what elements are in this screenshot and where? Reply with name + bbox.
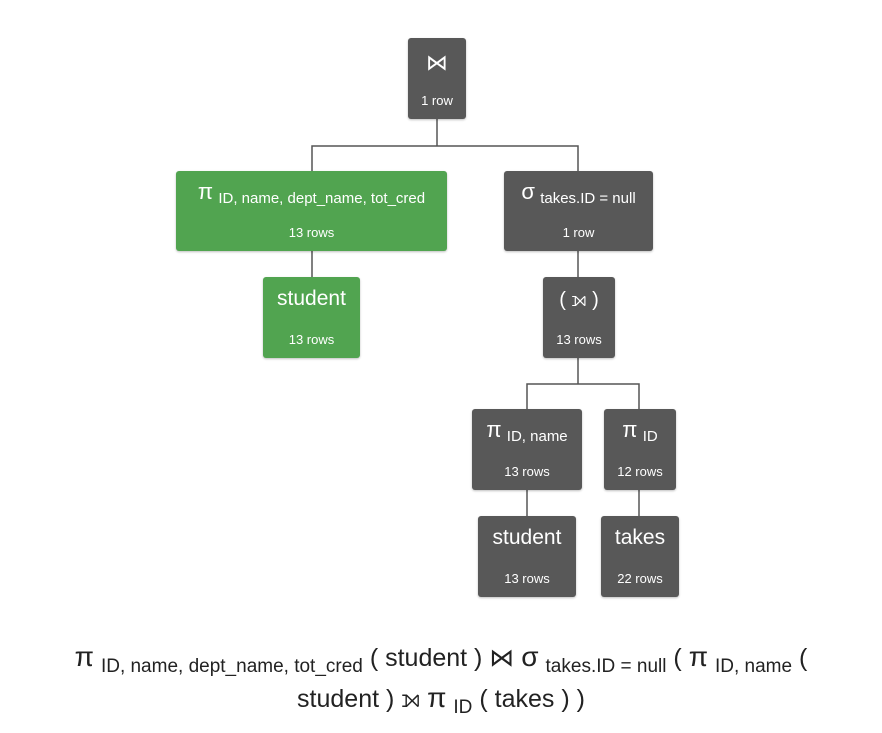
- projection-label: π ID, name, dept_name, tot_cred: [176, 179, 447, 208]
- projection-label: π ID: [604, 417, 676, 446]
- row-count: 13 rows: [556, 332, 602, 347]
- node-root-join[interactable]: ⋈ 1 row: [408, 38, 466, 119]
- row-count: 13 rows: [288, 225, 335, 240]
- edge-root-children: [311, 145, 579, 171]
- projection-attributes: ID, name, dept_name, tot_cred: [218, 190, 426, 207]
- relation-name: student: [277, 287, 346, 310]
- node-projection-id[interactable]: π ID 12 rows: [604, 409, 676, 490]
- row-count: 1 row: [421, 93, 453, 108]
- node-relation-takes[interactable]: takes 22 rows: [601, 516, 679, 597]
- relation-name: student: [492, 526, 562, 549]
- row-count: 1 row: [562, 225, 595, 240]
- projection-attributes: ID, name: [506, 428, 568, 445]
- row-count: 22 rows: [617, 571, 663, 586]
- node-projection-left[interactable]: π ID, name, dept_name, tot_cred 13 rows: [176, 171, 447, 251]
- selection-label: σ takes.ID = null: [504, 179, 653, 208]
- edge-outerjoin-children: [526, 383, 640, 409]
- join-symbol: ⋈: [426, 50, 448, 75]
- pi-symbol: π: [622, 417, 638, 442]
- sigma-symbol: σ: [521, 179, 535, 204]
- row-count: 12 rows: [617, 464, 663, 479]
- relational-algebra-expression: π ID, name, dept_name, tot_cred ( studen…: [74, 641, 808, 718]
- relation-name: takes: [614, 526, 666, 549]
- row-count: 13 rows: [504, 571, 550, 586]
- row-count: 13 rows: [504, 464, 550, 479]
- node-relation-student[interactable]: student 13 rows: [478, 516, 576, 597]
- pi-symbol: π: [486, 417, 502, 442]
- selection-condition: takes.ID = null: [540, 190, 636, 207]
- projection-label: π ID, name: [472, 417, 582, 446]
- node-projection-id-name[interactable]: π ID, name 13 rows: [472, 409, 582, 490]
- node-relation-student-left[interactable]: student 13 rows: [263, 277, 360, 358]
- pi-symbol: π: [197, 179, 214, 204]
- outer-join-symbol: ( ⟕ ): [559, 289, 599, 311]
- node-selection[interactable]: σ takes.ID = null 1 row: [504, 171, 653, 251]
- projection-attributes: ID: [642, 428, 658, 445]
- node-left-outer-join[interactable]: ( ⟕ ) 13 rows: [543, 277, 615, 358]
- row-count: 13 rows: [288, 332, 335, 347]
